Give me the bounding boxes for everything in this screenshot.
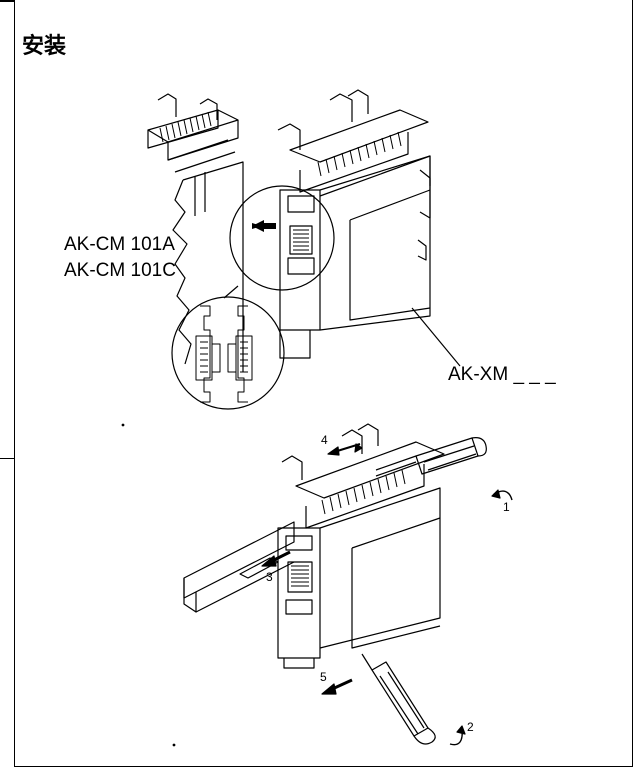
step-1-label: 1: [503, 500, 510, 514]
border-tick-top: [0, 0, 14, 2]
step-3-label: 3: [266, 570, 273, 584]
section-title: 安装: [22, 34, 67, 59]
label-ak-cm-101c: AK-CM 101C: [64, 260, 176, 281]
mounted-module-drawing: [277, 423, 445, 669]
expansion-module-drawing: [277, 89, 431, 359]
step-4-label: 4: [321, 433, 328, 447]
screwdriver-lower: [361, 653, 436, 745]
step-2-label: 2: [467, 720, 474, 734]
border-tick-middle: [0, 458, 14, 459]
detail-circle: [229, 185, 335, 291]
comm-module-drawing: [147, 93, 244, 372]
label-ak-xm: AK-XM _ _ _: [448, 364, 556, 385]
diagram-frame: [14, 0, 633, 767]
step-5-label: 5: [320, 670, 327, 684]
label-ak-cm-101a: AK-CM 101A: [64, 234, 175, 255]
connector-detail-circle: [171, 296, 285, 410]
screwdriver-upper: [375, 437, 487, 477]
